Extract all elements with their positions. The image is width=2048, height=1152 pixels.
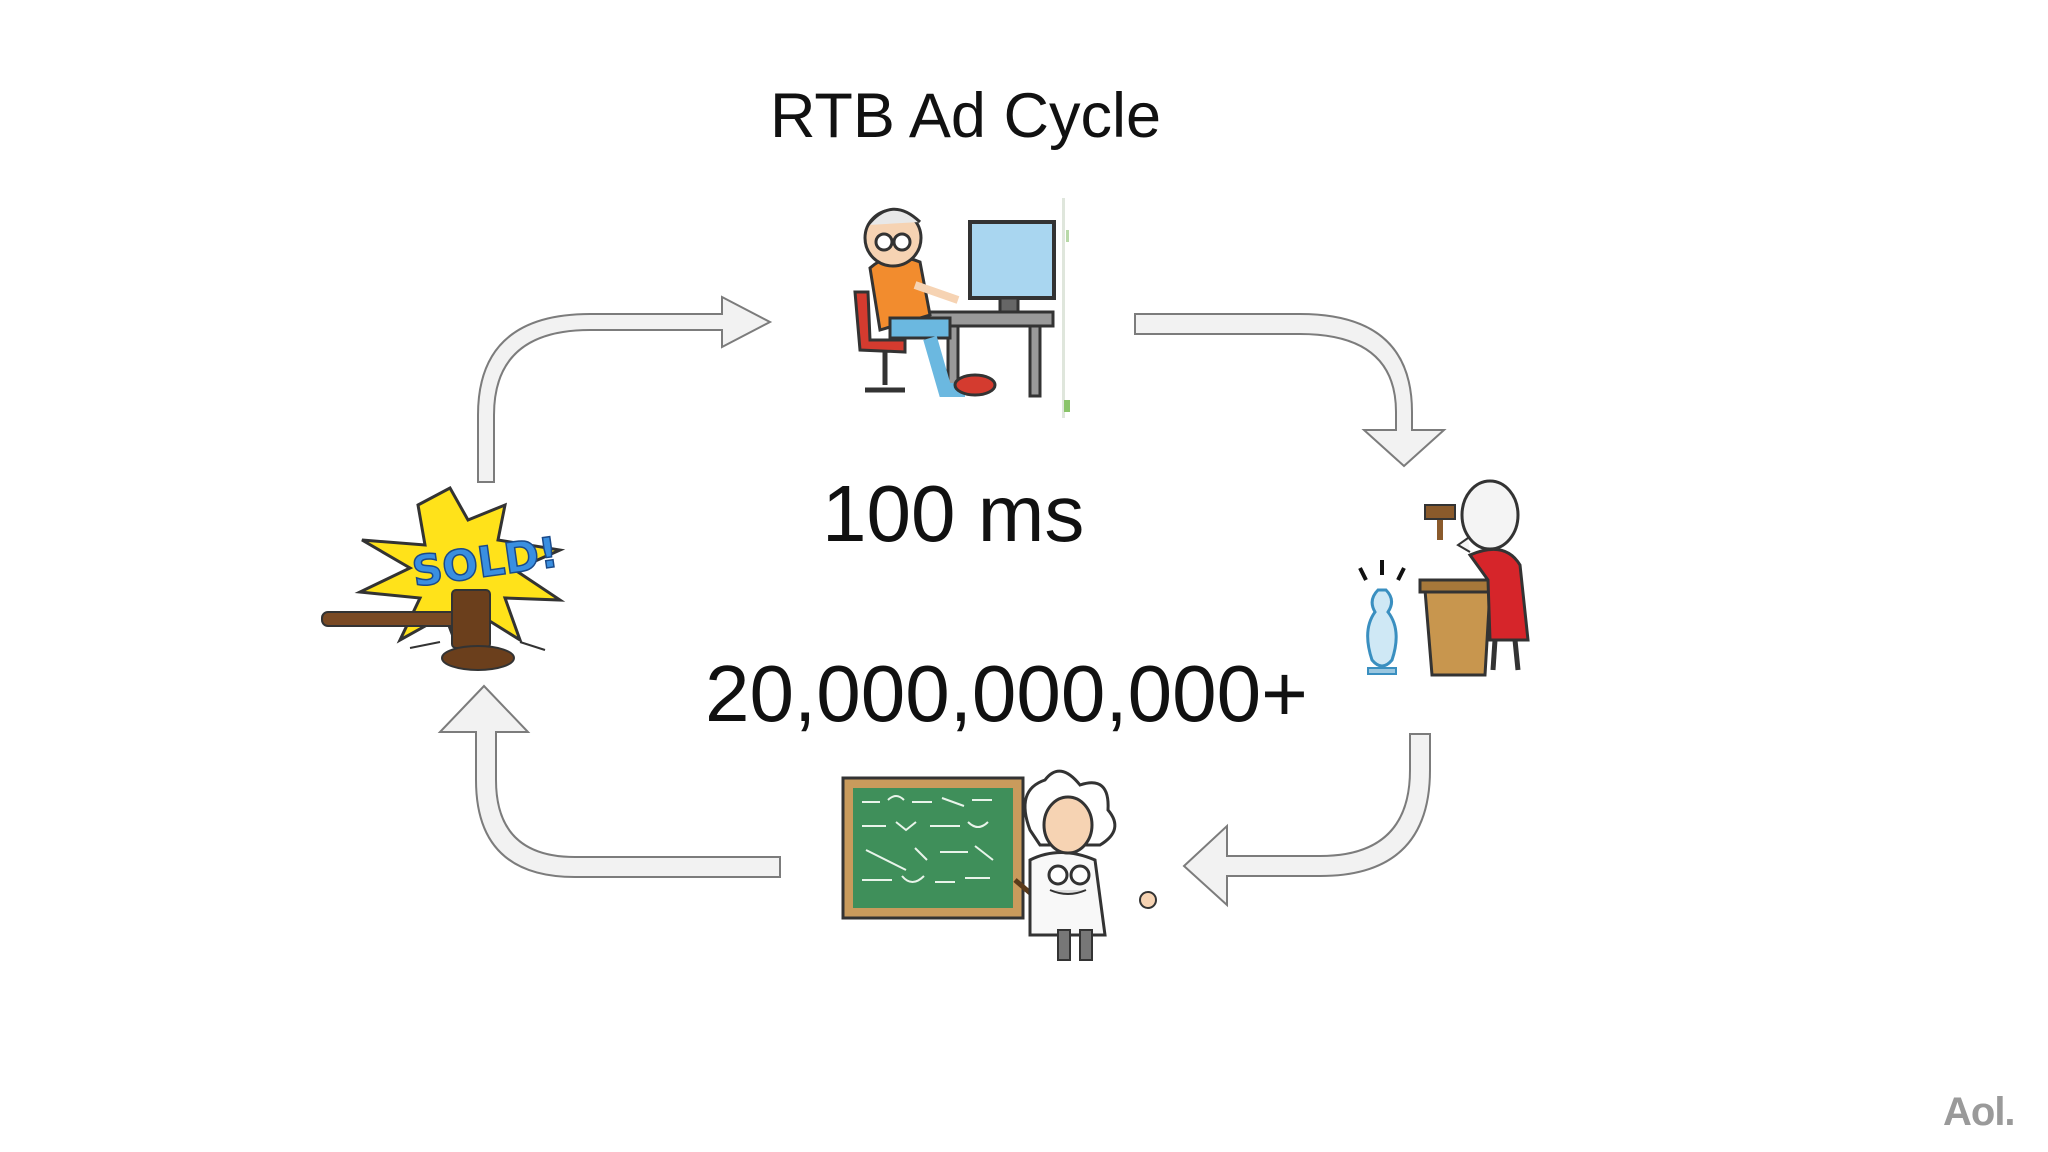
latency-label: 100 ms [822, 469, 1085, 558]
person-computer-icon [853, 198, 1070, 418]
scientist-icon [841, 769, 1157, 961]
auctioneer-icon [1358, 479, 1530, 677]
arrow-bottom-right [1182, 733, 1431, 908]
arrow-top-left [477, 295, 773, 483]
arrow-top-right [1134, 313, 1447, 468]
slide-title: RTB Ad Cycle [770, 81, 1161, 151]
brand-logo: Aol. [1943, 1090, 2016, 1134]
volume-label: 20,000,000,000+ [705, 649, 1308, 738]
gavel-icon: SOLD! [321, 485, 566, 671]
arrow-bottom-left [437, 684, 781, 878]
